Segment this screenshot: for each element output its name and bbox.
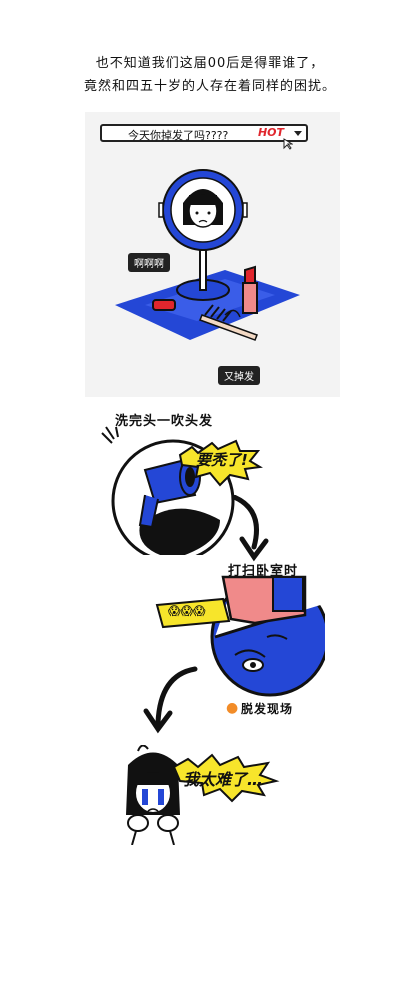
exclaim-burst-2 bbox=[172, 753, 280, 803]
hair-loss-bubble: 又掉发 bbox=[218, 366, 260, 385]
exclaim-burst bbox=[178, 439, 263, 487]
scene1-exclaim: 要秃了! bbox=[196, 451, 248, 469]
search-bar[interactable]: 今天你掉发了吗???? HOT bbox=[100, 124, 308, 142]
dropdown-arrow-icon[interactable] bbox=[294, 131, 302, 136]
location-pin-icon: ● bbox=[226, 700, 239, 716]
arrow-icon bbox=[231, 495, 269, 562]
intro-line-1: 也不知道我们这届00后是得罪谁了， bbox=[95, 56, 325, 71]
exclaim-bubble: 啊啊啊 bbox=[128, 253, 170, 272]
cleaning-scene bbox=[155, 575, 325, 697]
hot-badge: HOT bbox=[257, 126, 284, 139]
cursor-icon bbox=[283, 138, 293, 150]
scene3-exclaim: 我太难了… bbox=[183, 770, 264, 789]
lipstick bbox=[242, 282, 258, 314]
scream-emojis: 😱😱😱 bbox=[168, 604, 206, 618]
crying-girl-scene bbox=[126, 745, 280, 845]
search-query: 今天你掉发了吗???? bbox=[128, 129, 229, 142]
emoji-banner bbox=[155, 597, 231, 629]
location-label: 脱发现场 bbox=[241, 702, 294, 716]
scene2-caption: 打扫卧室时 bbox=[228, 564, 299, 579]
hairdryer bbox=[138, 458, 201, 529]
intro-line-2: 竟然和四五十岁的人存在着同样的困扰。 bbox=[83, 79, 336, 94]
scene1-caption: 洗完头一吹头发 bbox=[115, 414, 214, 429]
arrow-icon-2 bbox=[143, 666, 198, 734]
hairdryer-scene bbox=[101, 426, 263, 555]
comb bbox=[199, 304, 258, 341]
illustration-panel bbox=[85, 112, 340, 397]
mirror-scene bbox=[115, 169, 300, 341]
